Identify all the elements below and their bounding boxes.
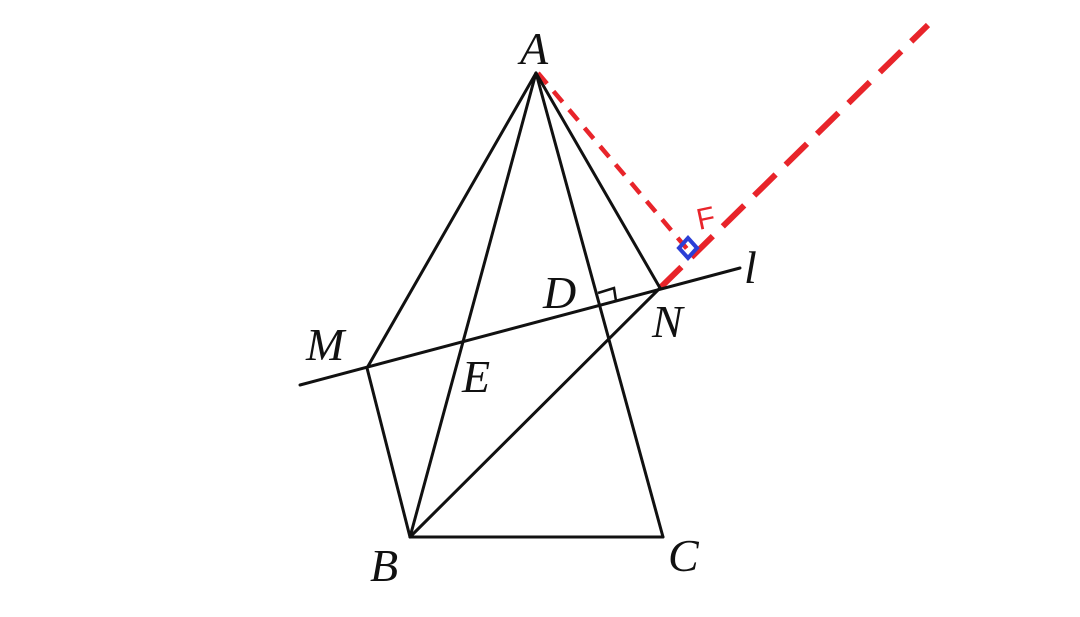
label-n: N	[651, 296, 685, 347]
segment-ae	[408, 71, 538, 539]
label-m: M	[305, 319, 347, 370]
label-d: D	[542, 267, 576, 318]
segment-am	[365, 71, 538, 370]
label-a: A	[517, 23, 549, 74]
segment-an	[534, 71, 662, 290]
label-b: B	[370, 540, 398, 591]
label-e: E	[461, 351, 490, 402]
label-c: C	[668, 530, 700, 581]
right-angle-mark-f	[676, 235, 700, 261]
label-f: F	[694, 201, 719, 237]
line-l	[298, 266, 742, 387]
right-angle-mark-d	[597, 286, 618, 302]
red-dashed-line-n-extension	[657, 22, 931, 291]
label-l: l	[744, 242, 757, 293]
red-dashed-line-af	[536, 71, 690, 252]
segment-bn	[408, 286, 662, 539]
segment-mb	[365, 366, 412, 539]
